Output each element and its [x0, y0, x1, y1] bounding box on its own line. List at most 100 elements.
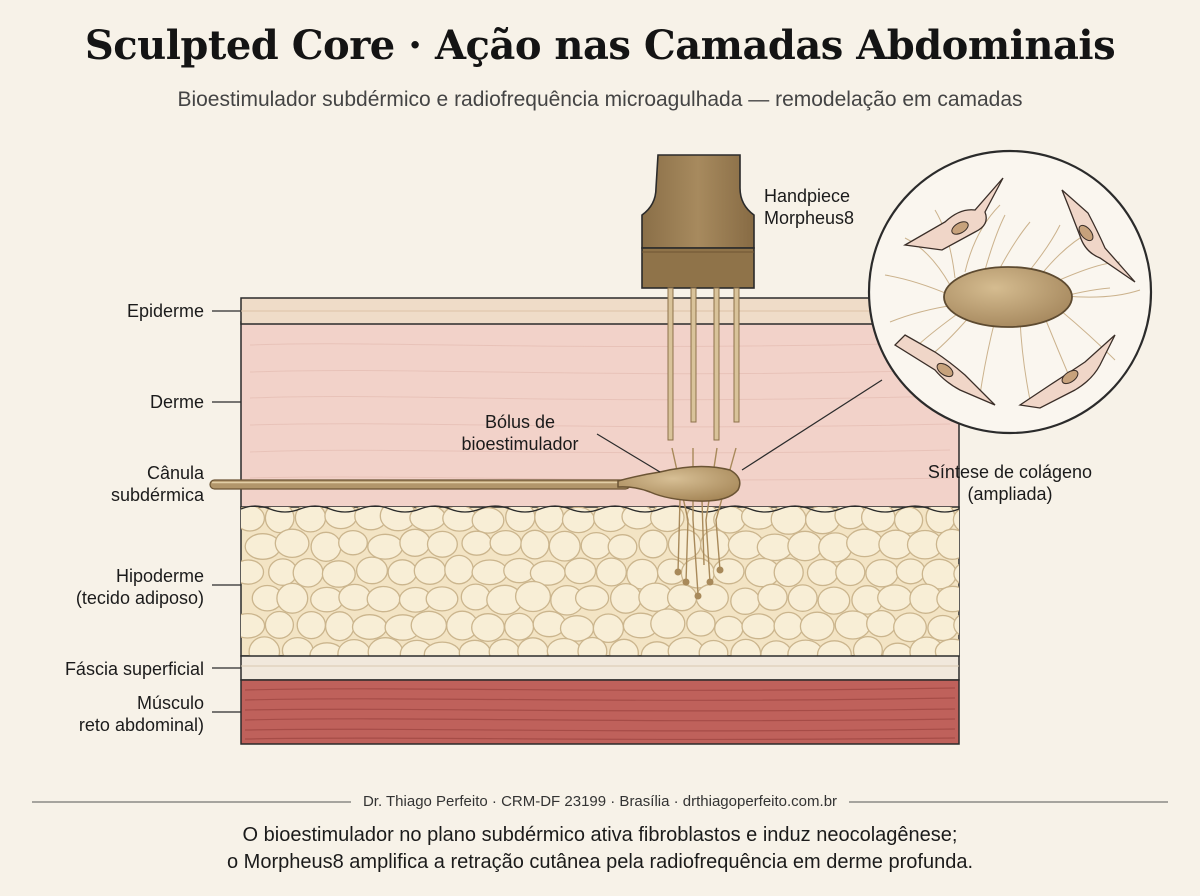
fat-cell	[471, 507, 505, 534]
fat-cell	[834, 610, 871, 640]
fat-cell	[471, 559, 508, 586]
label-sintese-line1: Síntese de colágeno	[927, 462, 1093, 482]
fat-cell	[877, 584, 913, 612]
fat-cell	[241, 612, 266, 639]
label-canula-line2: subdérmica	[110, 485, 204, 505]
author-credit: Dr. Thiago Perfeito · CRM-DF 23199 · Bra…	[0, 793, 1200, 810]
author-credit-text: Dr. Thiago Perfeito · CRM-DF 23199 · Bra…	[350, 793, 850, 810]
fat-cell	[804, 507, 841, 535]
fat-cell	[274, 528, 310, 559]
fat-cell	[806, 558, 839, 587]
fat-cell	[264, 610, 295, 639]
fat-cell	[367, 533, 404, 560]
fat-cell	[338, 583, 372, 611]
fat-cell	[559, 615, 595, 642]
hypodermis-layer	[240, 505, 1002, 669]
fat-cell	[953, 614, 959, 636]
microneedles	[667, 287, 740, 441]
fat-cell	[695, 583, 729, 613]
fat-cell	[532, 610, 567, 638]
fat-cell	[609, 638, 639, 656]
fat-cell	[292, 557, 324, 588]
fat-cell	[934, 638, 959, 656]
fat-cell	[638, 529, 668, 559]
fat-cell	[355, 556, 389, 585]
fat-cell	[730, 587, 761, 615]
fat-cell	[935, 528, 959, 560]
subdermal-cannula	[209, 479, 631, 490]
label-handpiece-line1: Handpiece	[764, 186, 851, 206]
fat-cell	[936, 585, 959, 613]
fat-cell	[952, 509, 959, 531]
fat-cell	[574, 585, 610, 611]
label-musculo-line2: reto abdominal)	[78, 715, 204, 735]
fat-cell	[387, 559, 418, 586]
fat-cell	[595, 557, 627, 587]
fat-cell	[321, 560, 356, 588]
label-bolus-line1: Bólus de	[484, 412, 556, 432]
fat-cell	[413, 556, 447, 585]
fat-cell	[460, 583, 491, 611]
label-fascia: Fáscia superficial	[64, 659, 204, 679]
fat-cell	[893, 612, 927, 643]
fat-cell	[324, 507, 358, 530]
fat-cell	[865, 558, 899, 588]
label-canula-line1: Cânula	[146, 463, 204, 483]
fat-cell	[966, 640, 1000, 669]
fat-cell	[296, 610, 327, 640]
fat-cell	[442, 507, 477, 532]
fat-cell	[816, 640, 852, 656]
fat-cell	[969, 531, 1002, 556]
fat-cell	[351, 614, 388, 640]
fat-cell	[310, 531, 342, 562]
fat-cell	[366, 585, 401, 613]
collagen-synthesis-magnified	[867, 149, 1153, 435]
fat-cell	[399, 528, 431, 557]
fat-cell	[757, 583, 788, 611]
fat-cell	[520, 529, 550, 560]
fat-cell	[741, 613, 776, 640]
fat-cell	[514, 580, 552, 613]
fat-cell	[714, 615, 744, 642]
footer-note-line1: O bioestimulador no plano subdérmico ati…	[242, 824, 958, 846]
fat-cell	[787, 584, 818, 612]
fat-cell	[846, 528, 884, 558]
fat-cell	[835, 558, 866, 587]
muscle-layer	[240, 679, 960, 745]
fat-cell	[773, 611, 804, 641]
fat-cell	[972, 586, 1002, 614]
label-derme: Derme	[149, 392, 204, 412]
label-hipoderme: Hipoderme (tecido adiposo)	[76, 565, 204, 609]
fat-cell	[276, 582, 309, 614]
page-subtitle: Bioestimulador subdérmico e radiofrequên…	[177, 88, 1023, 111]
footer-note-line2: o Morpheus8 amplifica a retração cutânea…	[227, 851, 973, 873]
fat-cell	[607, 534, 638, 560]
fat-cell	[686, 610, 716, 637]
fat-cell	[425, 586, 459, 612]
page-title: Sculpted Core · Ação nas Camadas Abdomin…	[84, 22, 1116, 69]
fat-cell	[953, 563, 959, 584]
fat-cell	[666, 584, 698, 612]
fat-cell	[409, 507, 447, 531]
fat-cell	[817, 586, 851, 615]
fat-cell	[650, 608, 686, 639]
fat-cell	[489, 529, 522, 556]
fat-cell	[338, 529, 368, 556]
fat-cell	[444, 554, 474, 585]
fat-cell	[410, 610, 448, 641]
fat-cell	[564, 557, 597, 585]
fat-cell	[580, 531, 613, 560]
fat-cell	[893, 507, 924, 535]
fat-cell	[927, 614, 959, 642]
label-musculo-line1: Músculo	[136, 693, 204, 713]
fat-cell	[773, 557, 804, 588]
fat-cell	[925, 507, 956, 534]
fascia-layer	[240, 655, 960, 681]
label-canula: Cânula subdérmica	[111, 462, 204, 506]
fat-cell	[895, 558, 926, 585]
label-sintese: Síntese de colágeno (ampliada)	[928, 461, 1092, 505]
fat-cell	[609, 582, 642, 614]
fat-cell	[461, 530, 493, 556]
fat-cell	[799, 611, 835, 642]
morpheus8-handpiece	[641, 154, 755, 289]
